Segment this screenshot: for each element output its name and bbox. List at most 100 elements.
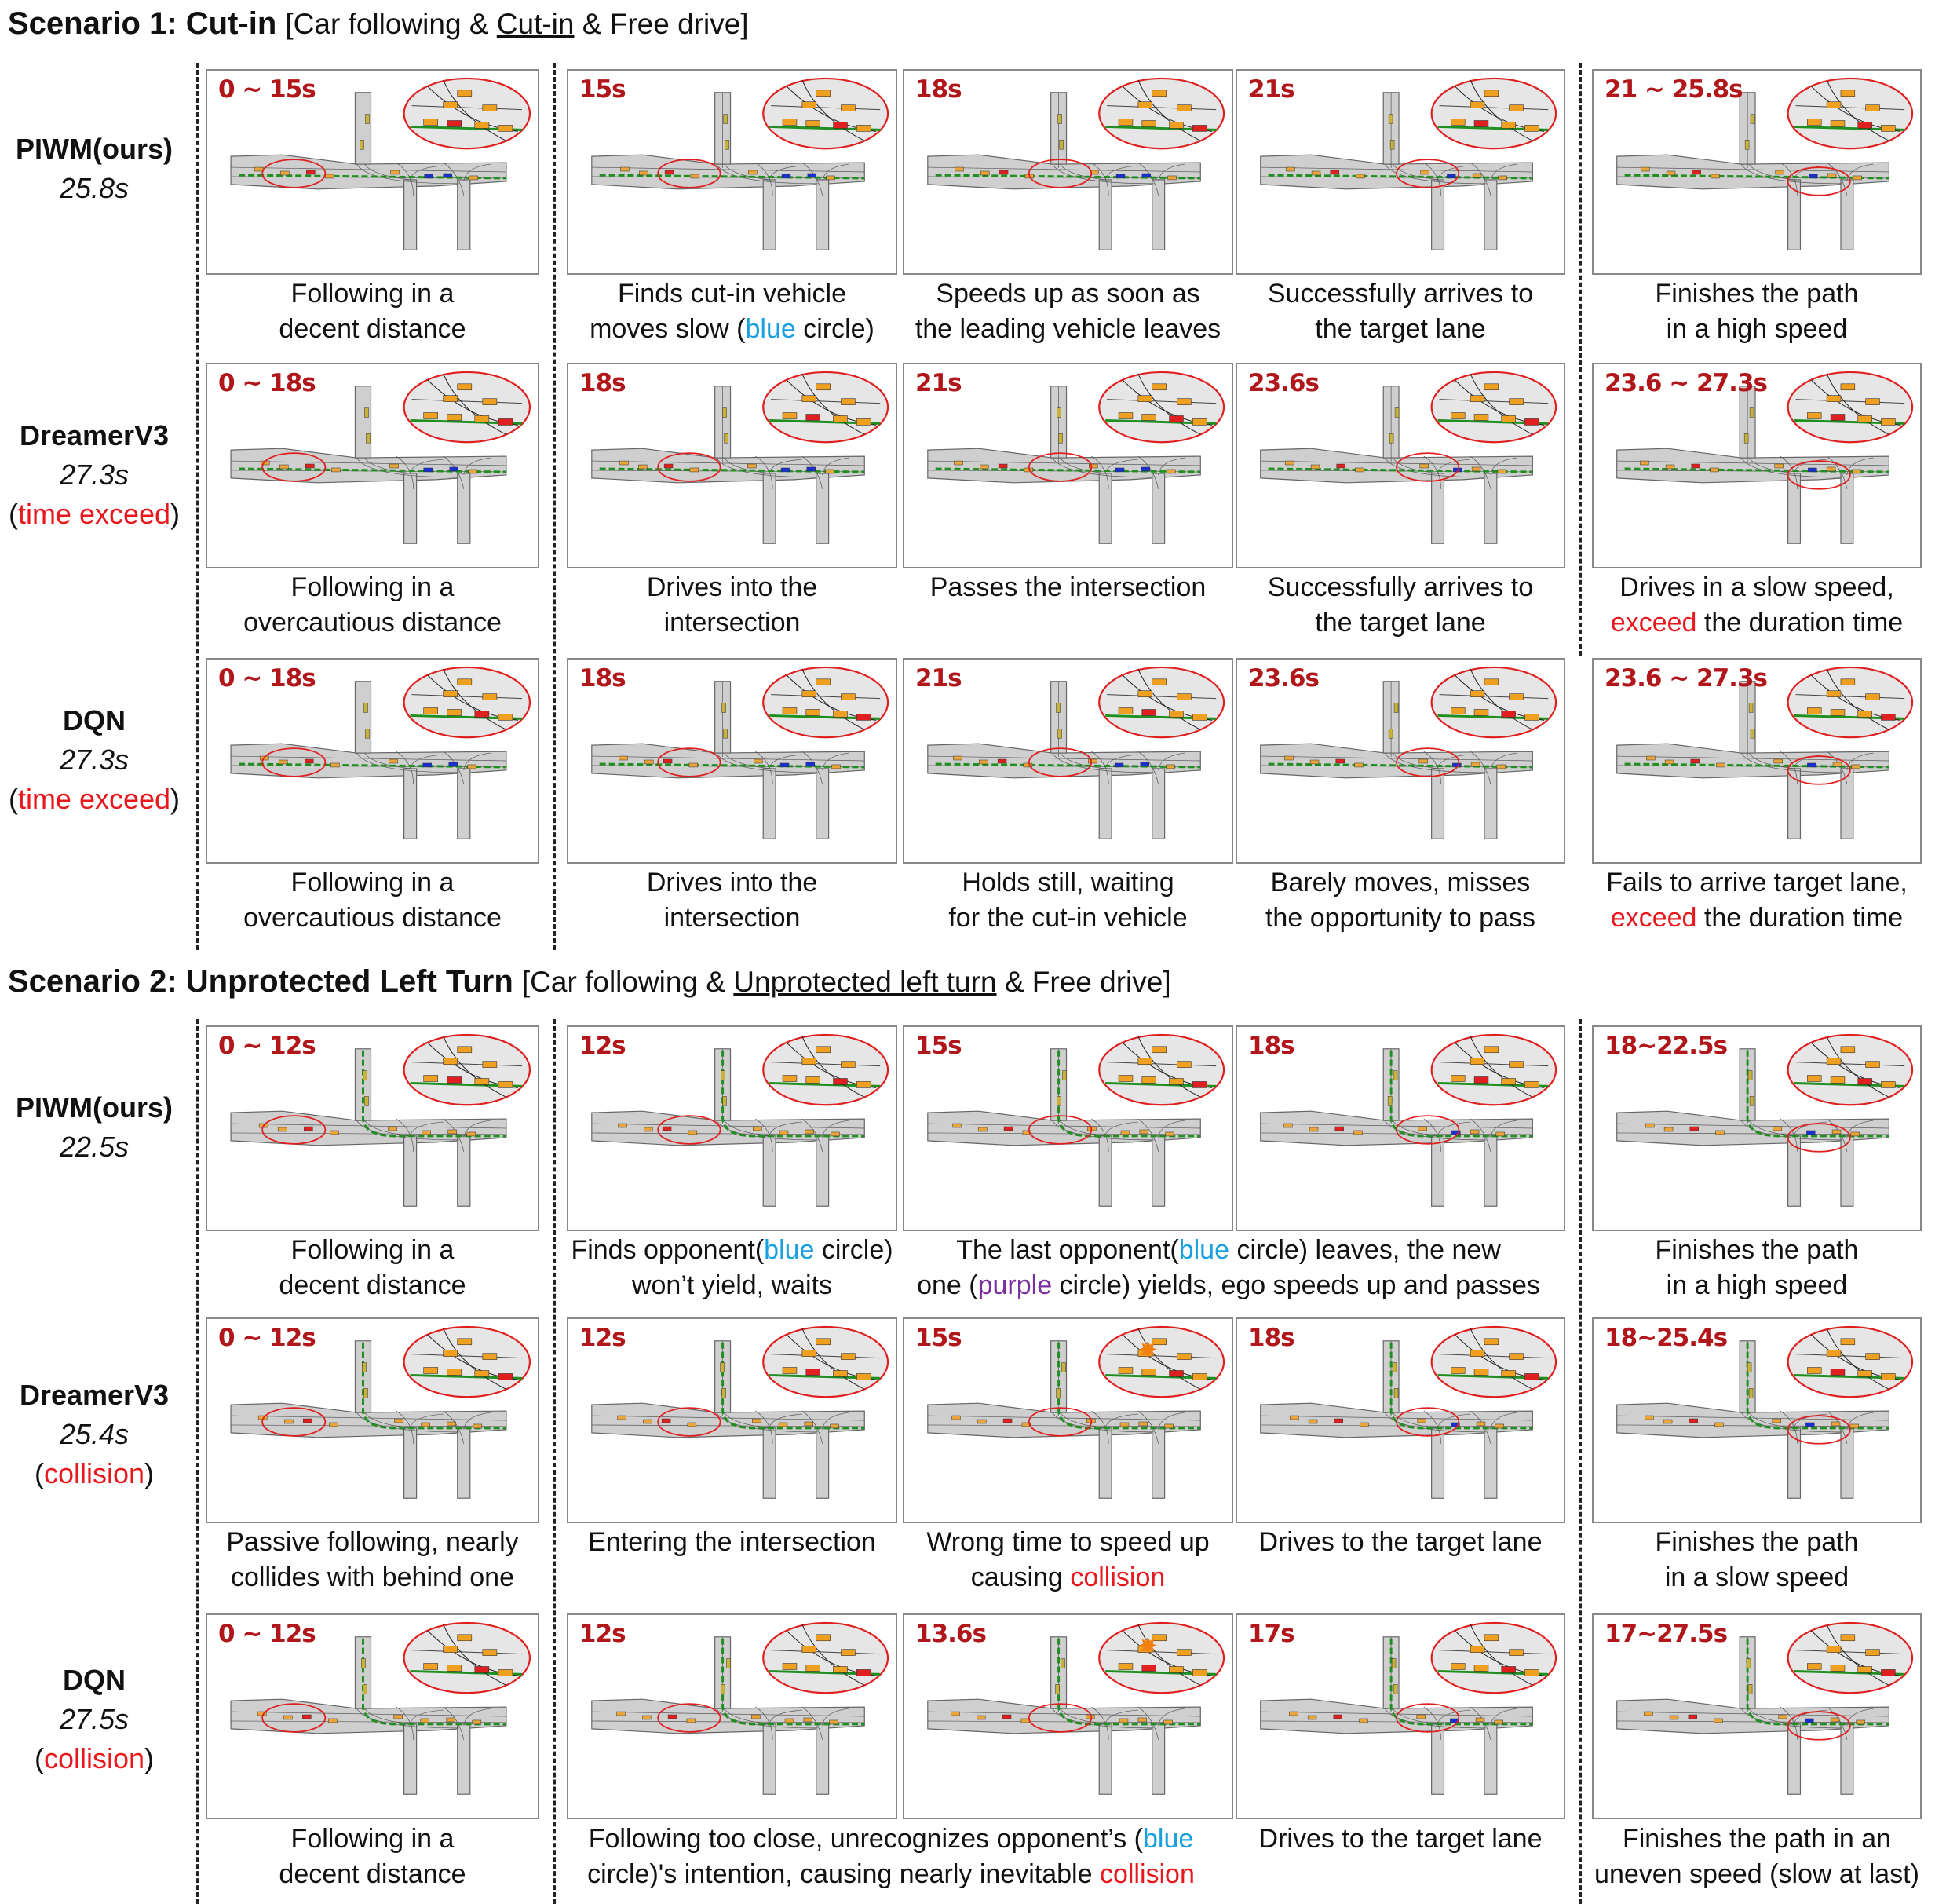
time-label: 15s: [915, 1032, 962, 1060]
vehicle: [1743, 433, 1749, 444]
vehicle: [1494, 1719, 1503, 1725]
intersection-map: [230, 371, 531, 544]
vehicle: [1167, 469, 1176, 474]
vehicle: [1141, 173, 1151, 178]
vehicle: [801, 1350, 817, 1357]
vehicle: [457, 678, 473, 686]
scenario2-title: Scenario 2: Unprotected Left Turn [Car f…: [8, 964, 1171, 999]
vehicle: [330, 1130, 339, 1135]
vehicle: [1289, 1711, 1298, 1716]
vehicle: [1118, 412, 1134, 419]
vehicle: [361, 1658, 366, 1668]
vehicle: [751, 1714, 761, 1719]
intersection-map: [591, 77, 889, 250]
vehicle: [841, 693, 856, 700]
panel-caption: Passes the intersection: [929, 572, 1207, 602]
vehicle: [1152, 1634, 1167, 1642]
vehicle: [1140, 762, 1150, 767]
vehicle: [1750, 729, 1755, 739]
vehicle: [1748, 703, 1754, 713]
vehicle: [1827, 173, 1837, 178]
intersection-map: [1260, 1033, 1557, 1207]
vehicle: [498, 418, 513, 426]
vehicle: [1177, 398, 1192, 405]
vehicle: [754, 758, 763, 764]
vehicle: [1832, 762, 1842, 767]
vehicle: [1023, 762, 1033, 768]
intersection-map: [1616, 371, 1914, 544]
vehicle: [1118, 1075, 1134, 1082]
vehicle: [443, 1058, 458, 1065]
vehicle: [816, 1046, 831, 1054]
vehicle: [1359, 1718, 1368, 1723]
vehicle: [1169, 1370, 1184, 1377]
vehicle: [1470, 690, 1485, 697]
vehicle: [831, 1131, 840, 1137]
vehicle: [1059, 140, 1064, 150]
intersection-map: [1260, 371, 1557, 544]
snapshot-panel: 21s: [1236, 69, 1565, 275]
vehicle: [389, 463, 399, 469]
intersection-map: [1616, 1621, 1914, 1795]
vehicle: [841, 1061, 856, 1068]
vehicle: [1284, 755, 1294, 761]
vehicle: [841, 1649, 856, 1656]
snapshot-panel: ✸13.6s: [903, 1613, 1233, 1819]
focus-ellipse-icon: [1396, 1115, 1460, 1145]
intersection-map: [591, 666, 889, 839]
vehicle: [1056, 1388, 1061, 1398]
vehicle: [1177, 1649, 1192, 1656]
method-label-s1-dreamer: DreamerV3 27.3s (time exceed): [8, 419, 181, 530]
vehicle: [1451, 1075, 1466, 1082]
vehicle: [1830, 709, 1846, 716]
ego-vehicle: [1689, 1126, 1699, 1131]
vehicle: [482, 693, 498, 700]
vehicle: [805, 1369, 820, 1376]
vehicle: [447, 709, 462, 716]
vehicle: [616, 1711, 626, 1716]
vehicle: [1115, 467, 1125, 473]
snapshot-panel: 18~25.4s: [1592, 1317, 1922, 1523]
vehicle: [784, 1718, 794, 1723]
vehicle: [687, 1422, 697, 1427]
time-label: 21s: [915, 664, 962, 693]
time-label: 0 ~ 18s: [218, 369, 316, 397]
vehicle: [1418, 1126, 1427, 1131]
vehicle: [482, 1061, 498, 1068]
focus-ellipse-icon: [1787, 1123, 1851, 1153]
vehicle: [1470, 1646, 1485, 1653]
wide-caption: The last opponent(blue circle) leaves, t…: [917, 1235, 1540, 1300]
vehicle: [639, 170, 648, 176]
vehicle: [1865, 398, 1880, 405]
vehicle: [1192, 1373, 1207, 1380]
vehicle: [498, 125, 513, 132]
focus-ellipse-icon: [1787, 460, 1851, 490]
vehicle: [1484, 678, 1499, 686]
vehicle: [1881, 1081, 1896, 1088]
vehicle: [782, 1075, 798, 1082]
vehicle: [1353, 1130, 1363, 1135]
time-label: 23.6s: [1248, 664, 1320, 693]
vehicle: [688, 1130, 698, 1135]
vehicle: [1509, 1649, 1524, 1656]
vehicle: [1451, 1663, 1466, 1670]
vehicle: [1857, 1078, 1872, 1085]
vehicle: [1177, 1353, 1192, 1360]
vehicle: [1139, 1129, 1149, 1135]
intersection-map: [927, 371, 1225, 544]
vehicle: [331, 467, 341, 473]
vehicle: [443, 173, 452, 178]
vehicle: [1865, 1061, 1880, 1068]
vehicle: [954, 460, 963, 466]
vehicle: [721, 1070, 725, 1080]
vehicle: [457, 1338, 473, 1346]
vehicle: [279, 464, 289, 470]
vehicle: [1451, 1422, 1460, 1427]
vehicle: [1840, 90, 1856, 97]
vehicle: [1881, 1669, 1896, 1676]
vehicle: [1749, 1096, 1754, 1106]
